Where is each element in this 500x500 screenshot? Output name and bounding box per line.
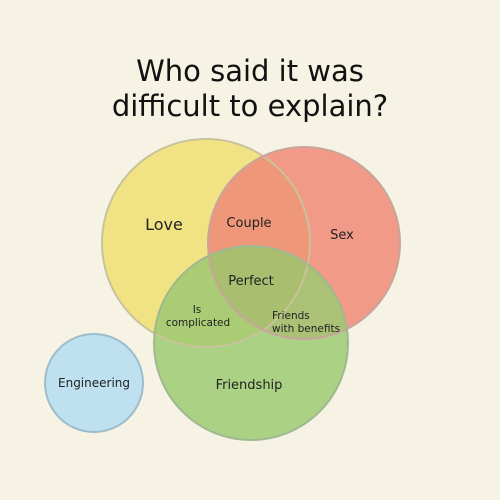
- friendship-outline: [153, 245, 349, 441]
- perfect-label: Perfect: [228, 274, 274, 289]
- friends-with-benefits-label-line-1: Friends: [272, 310, 310, 322]
- is-complicated-label-line-1: Is: [193, 304, 202, 316]
- engineering-circle: [45, 334, 143, 432]
- couple-label: Couple: [226, 216, 271, 231]
- title-line-1: Who said it was: [136, 54, 364, 88]
- engineering-outline: [44, 333, 144, 433]
- love-outline: [101, 138, 311, 348]
- friends-with-benefits-label-line-2: with benefits: [272, 323, 340, 335]
- title-line-2: difficult to explain?: [111, 89, 389, 123]
- engineering-label: Engineering: [58, 376, 130, 390]
- friendship-label: Friendship: [216, 378, 283, 393]
- friendship-tint: [154, 246, 348, 440]
- sex-outline: [207, 146, 401, 340]
- sex-label: Sex: [330, 228, 354, 243]
- love-label: Love: [145, 215, 183, 234]
- is-complicated-label-line-2: complicated: [166, 317, 230, 329]
